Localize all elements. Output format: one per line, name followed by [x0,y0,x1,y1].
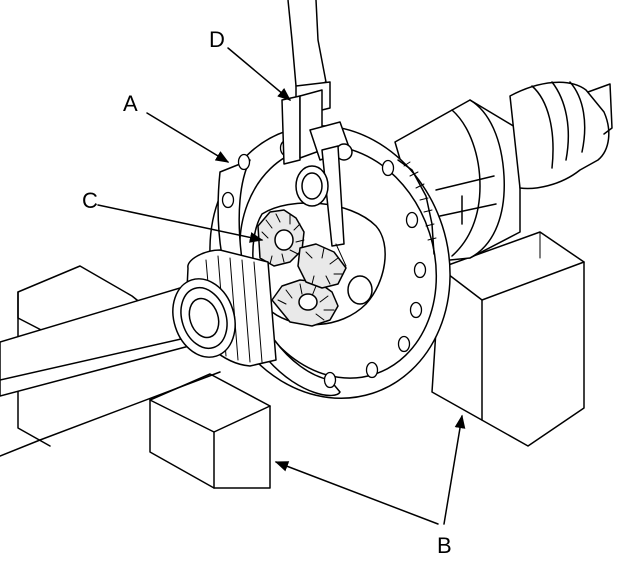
callout-arrows [97,47,466,525]
support-block-right [431,231,585,447]
callout-label-b: B [437,533,452,558]
side-gear [297,243,373,305]
ring-gear-teeth [397,159,437,255]
left-bearing [172,249,277,367]
callout-label-d: D [209,27,225,52]
pinion-gear-upper [257,209,305,267]
flange-bolt-holes [221,139,427,389]
callout-label-a: A [123,91,138,116]
cv-boot [509,81,613,190]
dial-indicator [281,0,353,267]
pinion-gear-lower [271,279,339,327]
callout-label-c: C [82,188,98,213]
